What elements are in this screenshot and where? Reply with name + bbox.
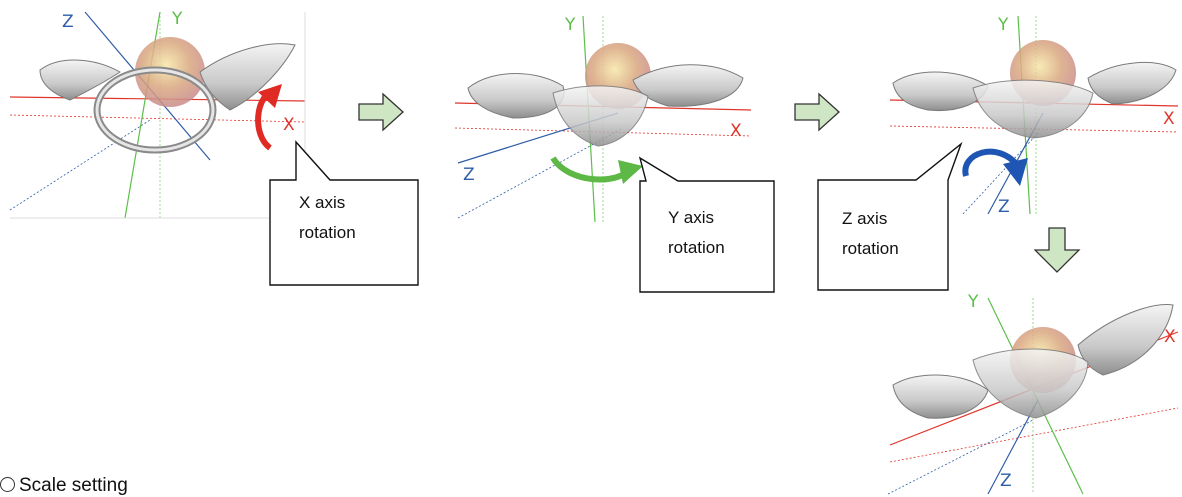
callout-y-line1: Y axis [668, 208, 714, 227]
y-axis-label: Y [967, 292, 979, 312]
z-axis-label: Z [998, 197, 1010, 216]
arrow-right-icon [794, 92, 840, 132]
x-axis-label: X [1164, 327, 1176, 347]
x-axis-label: X [283, 115, 295, 135]
flow-arrow-right-1 [357, 92, 405, 136]
viewport-panel-2[interactable]: Y X Z [453, 8, 753, 224]
arrow-right-icon [358, 92, 404, 132]
pelvis-model-icon [892, 304, 1174, 419]
section-heading: Scale setting [0, 475, 128, 497]
flow-arrow-down [1033, 226, 1082, 278]
callout-z-line2: rotation [842, 239, 899, 258]
callout-x-line1: X axis [299, 193, 346, 212]
viewport-panel-1[interactable]: Z Y X [0, 0, 310, 220]
y-axis-label: Y [564, 15, 576, 35]
x-axis-label: X [1163, 109, 1175, 129]
viewport-panel-3[interactable]: Y X Z [888, 8, 1180, 216]
callout-y-line2: rotation [668, 238, 725, 257]
y-axis-label: Y [997, 15, 1009, 35]
pelvis-model-icon [39, 43, 296, 111]
y-axis-label: Y [171, 9, 183, 29]
z-axis-label: Z [62, 12, 74, 32]
z-axis-label: Z [463, 165, 475, 185]
z-rotation-arrow-icon [962, 148, 1021, 177]
x-axis-label: X [730, 121, 742, 141]
z-axis-label: Z [1000, 471, 1012, 491]
circle-bullet-icon [0, 477, 15, 492]
arrow-down-icon [1033, 227, 1081, 273]
pelvis-model-icon [892, 61, 1177, 139]
section-heading-text: Scale setting [19, 475, 128, 496]
flow-arrow-right-2 [793, 92, 841, 136]
callout-x-rotation: X axis rotation [268, 140, 428, 290]
callout-z-line1: Z axis [842, 209, 888, 228]
callout-x-line2: rotation [299, 223, 356, 242]
pelvis-model-icon [467, 64, 744, 147]
callout-z-rotation: Z axis rotation [816, 141, 966, 292]
callout-y-rotation: Y axis rotation [638, 156, 778, 296]
viewport-panel-4[interactable]: Y X Z [888, 290, 1180, 496]
